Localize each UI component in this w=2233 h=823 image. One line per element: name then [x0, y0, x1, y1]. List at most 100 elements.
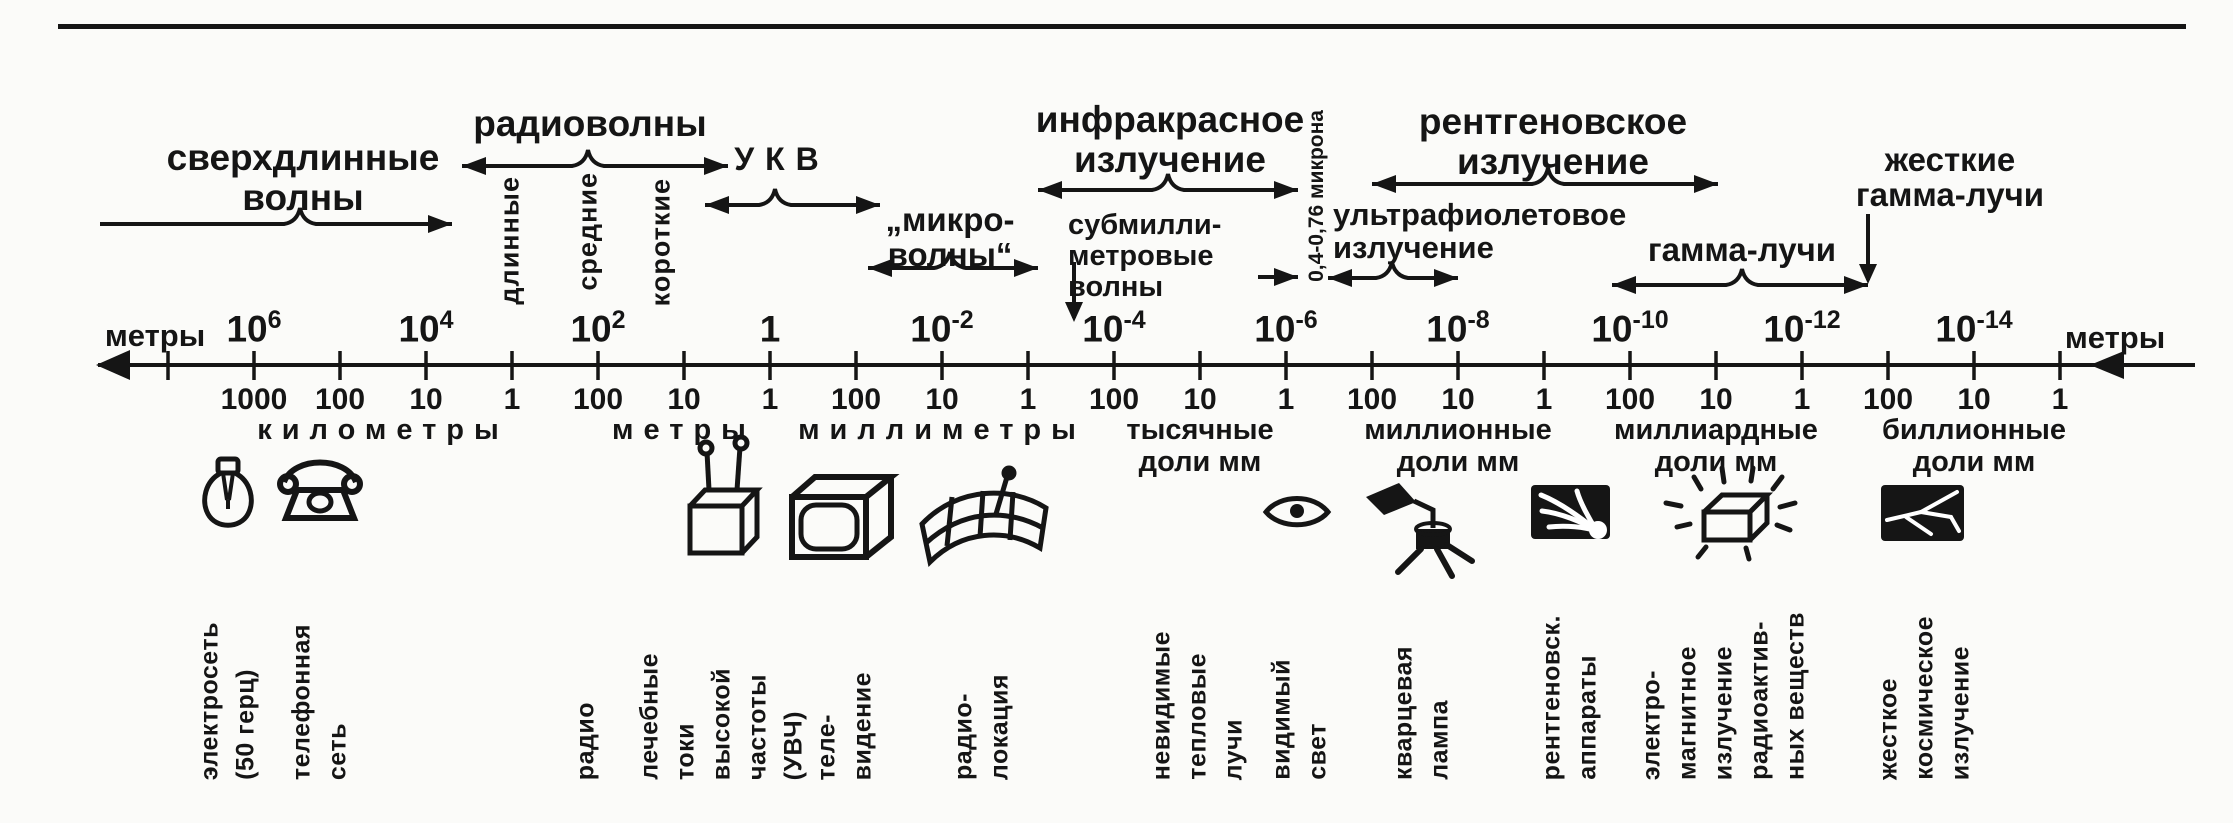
application-label-text: радио: [572, 702, 601, 780]
label-superlong-waves: сверхдлинные волны: [167, 138, 440, 217]
axis-ticks: [166, 351, 2062, 380]
axis-right-arrowhead: [2090, 351, 2124, 379]
application-label-column: электро-: [1637, 669, 1666, 780]
axis-number: 100: [1346, 383, 1398, 416]
radar-icon: [919, 465, 1049, 568]
axis-number: 1: [1277, 383, 1295, 416]
application-label-column: радио-: [949, 692, 978, 780]
infrared-range-arrow: [1038, 173, 1298, 199]
application-label-column: теле-: [812, 713, 841, 780]
application-label-tv: теле-видение: [813, 672, 878, 780]
axis-group-label: километры: [257, 414, 509, 446]
uv-range-arrow: [1328, 261, 1458, 287]
axis-number: 10: [925, 383, 959, 416]
radioactive-substance-icon: [1663, 465, 1798, 562]
axis-number: 1: [2051, 383, 2069, 416]
application-label-column: телефонная: [287, 623, 316, 780]
application-label-column: магнитное: [1673, 646, 1702, 780]
superlong-line2: волны: [242, 176, 364, 218]
label-hard-gamma-rays: жесткие гамма-лучи: [1855, 141, 2045, 214]
visible-pointer-arrow: [1258, 268, 1298, 286]
axis-power-label: 102: [570, 306, 626, 350]
application-label-column: рентгеновск.: [1537, 614, 1566, 780]
quartz-lamp-icon: [1366, 483, 1475, 579]
application-label-column: свет: [1303, 723, 1332, 780]
axis-number: 1: [761, 383, 779, 416]
application-label-column: (50 герц): [231, 669, 260, 780]
eye-icon: [1262, 496, 1332, 528]
axis-power-label: 10-10: [1591, 306, 1669, 350]
label-infrared: инфракрасное излучение: [1035, 99, 1305, 180]
axis-unit-left: метры: [104, 318, 206, 353]
axis-number: 100: [572, 383, 624, 416]
axis-unit-right: метры: [2064, 320, 2166, 355]
application-label-column: локация: [985, 673, 1014, 780]
label-submillimeter-waves: субмилли- метровые волны: [1068, 209, 1222, 304]
label-band-long: длинные: [494, 176, 525, 305]
application-label-column: (УВЧ): [779, 710, 808, 780]
top-rule: [58, 24, 2186, 29]
axis-power-label: 10-6: [1254, 306, 1318, 350]
application-label-column: невидимые: [1147, 630, 1176, 780]
gamma-range-arrow: [1612, 268, 1868, 294]
application-label-column: космическое: [1910, 616, 1939, 780]
axis-number: 100: [1088, 383, 1140, 416]
axis-number: 1000: [220, 383, 288, 416]
axis-number: 10: [1183, 383, 1217, 416]
axis-number: 100: [1604, 383, 1656, 416]
application-label-column: кварцевая: [1389, 645, 1418, 780]
axis-power-label: 10-8: [1426, 306, 1490, 350]
application-label-column: аппараты: [1573, 655, 1602, 780]
axis-number: 1: [503, 383, 521, 416]
application-label-column: лечебные: [635, 653, 664, 780]
radio-range-arrow: [462, 149, 728, 175]
application-label-column: видение: [848, 671, 877, 780]
superlong-line1: сверхдлинные: [166, 137, 440, 178]
hard-gamma-down-arrow: [1859, 214, 1877, 284]
application-label-column: видимый: [1267, 659, 1296, 780]
uhf-device-icon: [687, 434, 763, 556]
application-label-column: электросеть: [195, 621, 224, 780]
axis-number: 100: [1862, 383, 1914, 416]
axis-number: 1: [1793, 383, 1811, 416]
application-label-column: частоты: [743, 674, 772, 780]
axis-power-label: 10-4: [1082, 306, 1146, 350]
application-label-column: радио: [571, 701, 600, 780]
xray-apparatus-icon: [1531, 485, 1610, 539]
label-band-short: короткие: [645, 178, 676, 307]
axis-left-arrowhead: [96, 350, 130, 380]
axis-power-label: 106: [226, 306, 282, 350]
application-label-column: токи: [671, 722, 700, 780]
superlong-range-arrow: [100, 207, 452, 233]
axis-power-label: 10-2: [910, 306, 974, 350]
label-ultraviolet: ультрафиолетовое излучение: [1333, 197, 1627, 266]
application-label-column: тепловые: [1183, 653, 1212, 780]
axis-power-label: 10-12: [1763, 306, 1841, 350]
axis-group-label: миллиметры: [798, 414, 1086, 446]
application-label-column: лампа: [1425, 700, 1454, 780]
range-arrows: [100, 149, 1877, 322]
axis-number: 1: [1019, 383, 1037, 416]
application-label-column: сеть: [323, 722, 352, 780]
submm-down-arrow: [1065, 262, 1083, 322]
axis-power-label: 1: [759, 308, 781, 350]
xray-range-arrow: [1372, 167, 1718, 193]
application-label-light-bulb: электросеть(50 герц): [196, 622, 261, 780]
axis-number: 10: [409, 383, 443, 416]
axis-number: 1: [1535, 383, 1553, 416]
label-xray: рентгеновское излучение: [1418, 101, 1688, 182]
application-label-column: радиоактив-: [1745, 621, 1774, 780]
application-label-column: излучение: [1946, 645, 1975, 780]
axis-power-label: 10-14: [1935, 306, 2013, 350]
micro-range-arrow: [868, 251, 1038, 277]
